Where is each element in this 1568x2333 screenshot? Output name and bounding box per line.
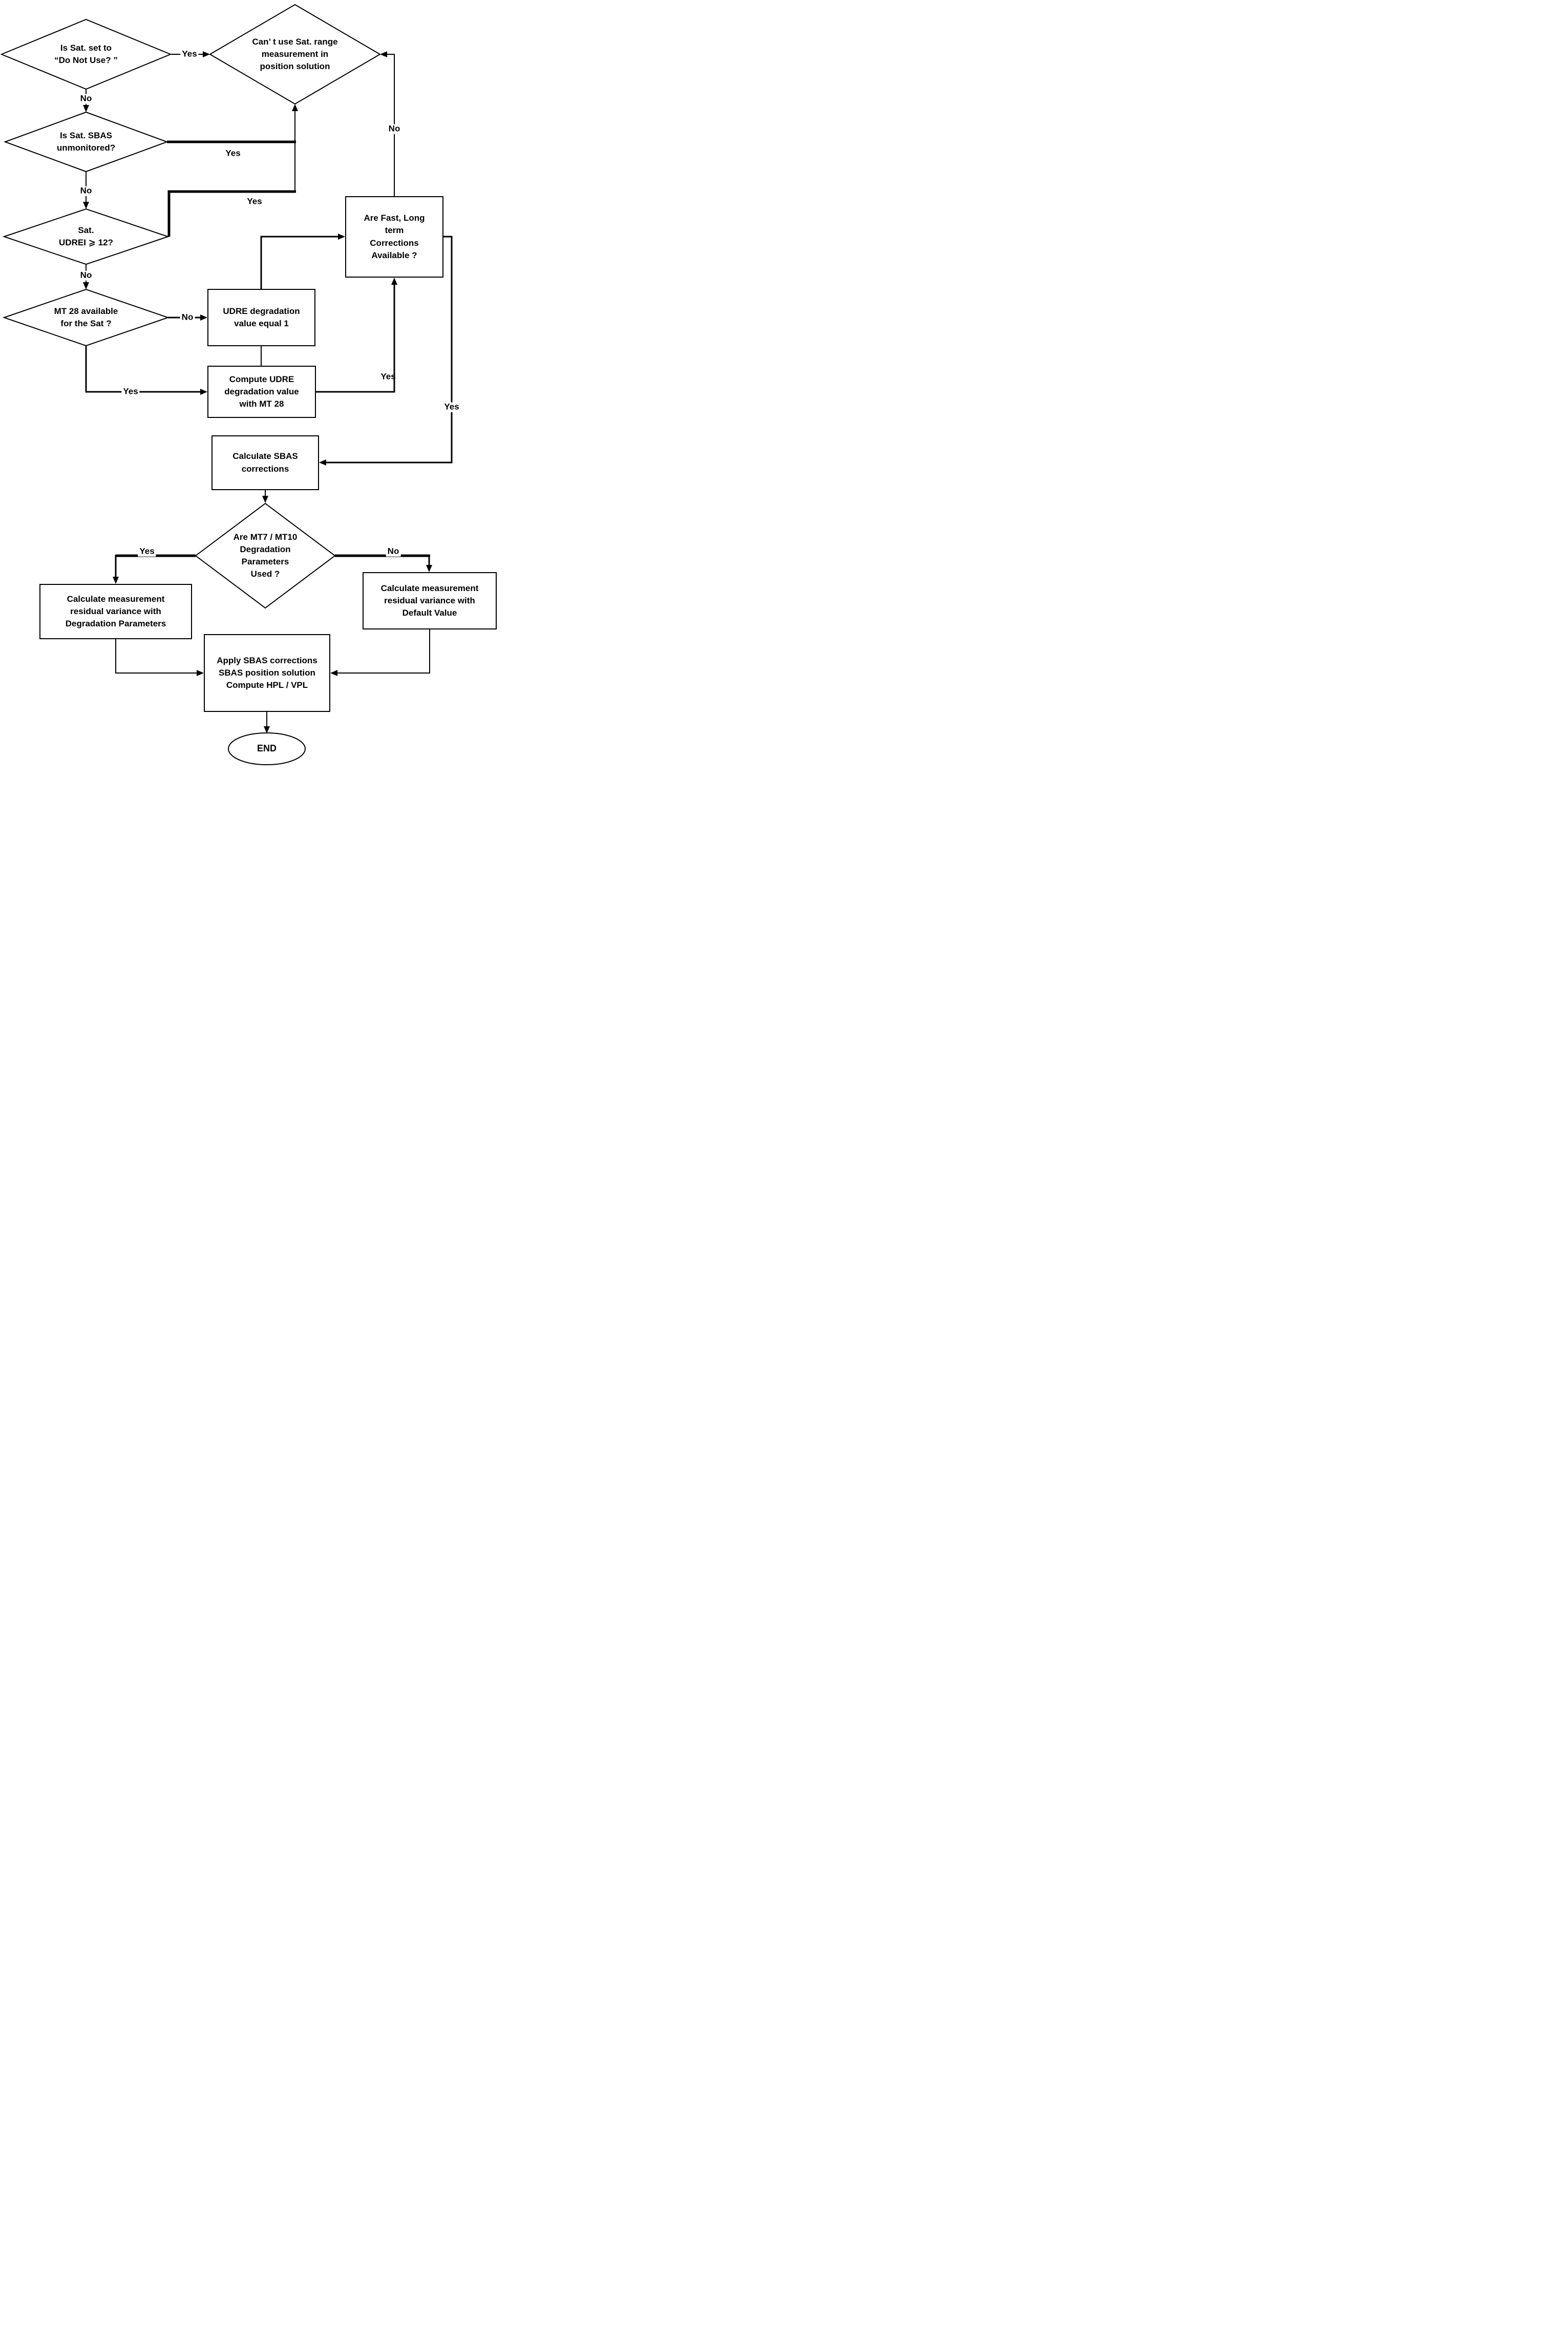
- decision-sbas-unmonitored-shape: [4, 111, 168, 173]
- arrowhead-apply-to-end: [264, 726, 270, 733]
- arrowhead-compute-yes: [391, 278, 397, 285]
- arrowhead-calcsbas-down: [262, 496, 268, 503]
- terminator-end-shape: [228, 732, 306, 765]
- label-mt7-no: No: [386, 547, 401, 557]
- decision-udrei-shape: [2, 208, 170, 265]
- label-sbas-unmonitored-no: No: [78, 186, 94, 196]
- flow-line-udrei-yes: [167, 190, 296, 237]
- flow-line-compute-yes: [316, 284, 395, 393]
- label-fast-long-term-yes: Yes: [442, 402, 461, 412]
- process-variance-default: Calculate measurement residual variance …: [363, 572, 497, 629]
- decision-mt28-shape: [2, 288, 170, 347]
- label-fast-long-term-no: No: [387, 124, 402, 134]
- process-apply-sbas: Apply SBAS corrections SBAS position sol…: [204, 634, 330, 712]
- arrowhead-no3: [83, 282, 89, 289]
- label-udrei-no: No: [78, 270, 94, 281]
- flow-line-fastlong-no: [386, 54, 395, 196]
- arrowhead-right-to-apply: [330, 670, 337, 676]
- arrowhead-no1: [83, 105, 89, 112]
- arrowhead-no2: [83, 202, 89, 209]
- flow-line-left-to-apply: [115, 639, 198, 674]
- arrowhead-udre-to-fastlong: [338, 234, 345, 240]
- arrowhead-mt28-no: [200, 314, 207, 321]
- arrowhead-into-cant-use-bottom: [292, 104, 298, 111]
- decision-fast-long-term-box: Are Fast, Long term Corrections Availabl…: [345, 196, 443, 278]
- process-udre-equal-1: UDRE degradation value equal 1: [207, 289, 315, 346]
- arrowhead-mt7-no: [426, 565, 432, 572]
- label-mt28-no: No: [180, 312, 195, 323]
- process-compute-udre: Compute UDRE degradation value with MT 2…: [207, 366, 316, 418]
- arrowhead-left-to-apply: [197, 670, 204, 676]
- flow-line-fastlong-yes: [325, 236, 453, 464]
- label-do-not-use-yes: Yes: [180, 49, 199, 59]
- arrowhead-mt28-yes: [200, 389, 207, 395]
- process-calc-sbas: Calculate SBAS corrections: [211, 435, 319, 490]
- arrowhead-mt7-yes: [113, 577, 119, 584]
- label-mt7-yes: Yes: [138, 547, 156, 557]
- decision-mt7-mt10-shape: [195, 502, 336, 609]
- label-do-not-use-no: No: [78, 94, 94, 104]
- arrowhead-into-cant-use-right: [380, 51, 387, 57]
- label-mt28-yes: Yes: [121, 387, 140, 397]
- decision-do-not-use-shape: [0, 18, 172, 90]
- flowchart-canvas: Is Sat. set to “Do Not Use? ” Can’ t use…: [0, 0, 523, 778]
- arrowhead-fastlong-yes: [319, 459, 326, 466]
- label-udrei-yes: Yes: [247, 196, 262, 206]
- flow-connectors: [0, 4, 453, 765]
- flow-line-mt28-yes: [85, 346, 201, 393]
- label-sbas-unmonitored-yes: Yes: [225, 148, 241, 158]
- sink-cant-use-shape: [209, 4, 381, 105]
- arrowhead-donotuse-yes: [203, 51, 210, 57]
- flow-line-udre-to-fastlong: [260, 236, 339, 289]
- label-compute-to-fast-yes: Yes: [380, 371, 396, 382]
- process-variance-degradation: Calculate measurement residual variance …: [39, 584, 192, 639]
- flow-line-right-to-apply: [336, 629, 430, 674]
